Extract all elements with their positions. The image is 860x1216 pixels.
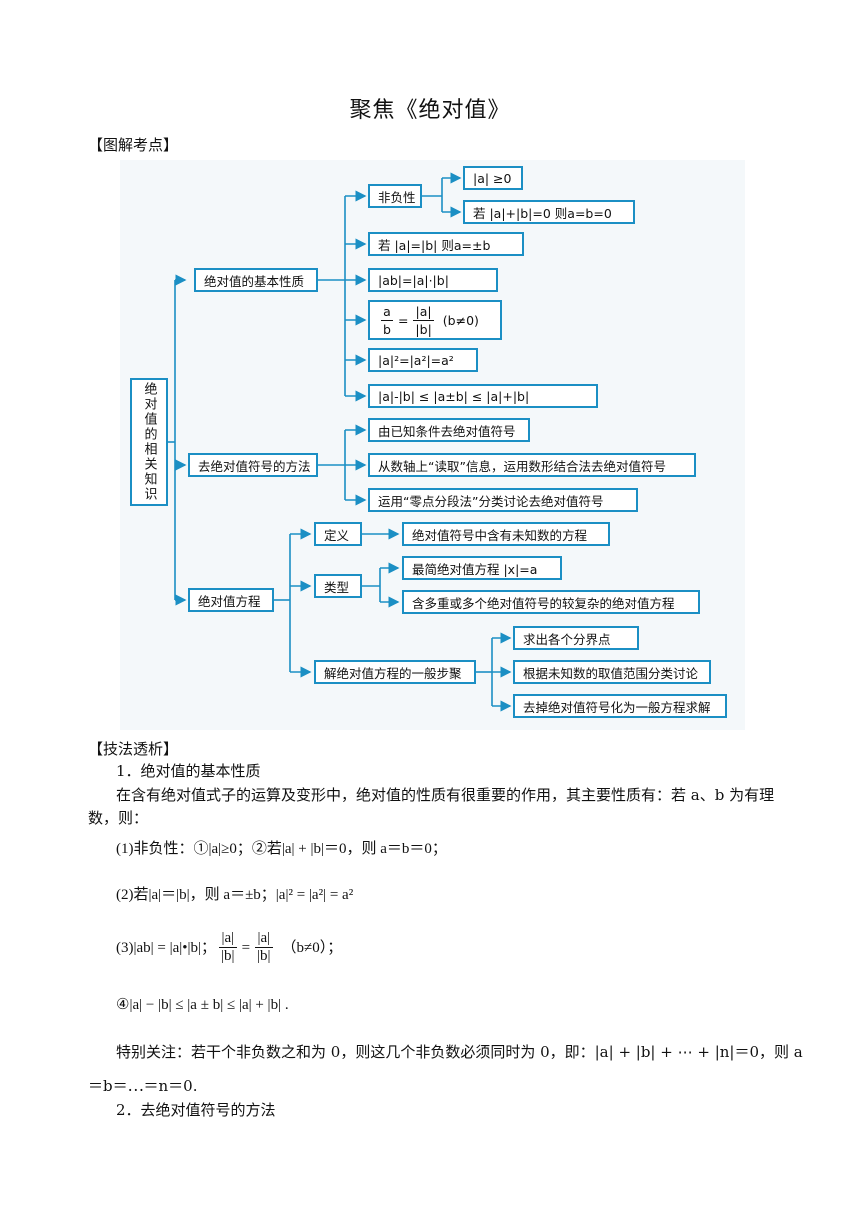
node-step-1: 求出各个分界点	[513, 626, 639, 650]
node-triangle-inequality: |a|-|b| ≤ |a±b| ≤ |a|+|b|	[368, 384, 598, 408]
intro-paragraph-line1: 在含有绝对值式子的运算及变形中，绝对值的性质有很重要的作用，其主要性质有：若 a…	[116, 786, 775, 804]
property-line-2: (2)若|a|＝|b|，则 a＝±b；|a|² = |a²| = a²	[116, 887, 354, 903]
property-line-1: (1)非负性：①|a|≥0；②若|a| + |b|＝0，则 a＝b＝0；	[116, 841, 447, 857]
subsection-1-heading: 1．绝对值的基本性质	[116, 762, 261, 780]
branch-abs-equation: 绝对值方程	[188, 588, 274, 612]
node-type-simple: 最简绝对值方程 |x|=a	[402, 556, 562, 580]
node-definition-detail: 绝对值符号中含有未知数的方程	[402, 522, 610, 546]
node-type-complex: 含多重或多个绝对值符号的较复杂的绝对值方程	[402, 590, 700, 614]
special-note-line1: 特别关注：若干个非负数之和为 0，则这几个非负数必须同时为 0，即：|a| + …	[116, 1043, 803, 1061]
node-equal-abs: 若 |a|=|b| 则a=±b	[368, 232, 524, 256]
property-line-3-fraction-right: |a||b|	[255, 930, 273, 964]
quotient-fraction-abs: |a||b|	[413, 303, 434, 337]
property-line-4: ④|a| − |b| ≤ |a ± b| ≤ |a| + |b| .	[116, 997, 289, 1013]
node-step-2: 根据未知数的取值范围分类讨论	[513, 660, 711, 684]
special-note-line2: ＝b＝⋯＝n＝0.	[88, 1077, 198, 1095]
branch-remove-abs: 去绝对值符号的方法	[188, 453, 318, 477]
property-line-3-b: （b≠0）；	[281, 939, 343, 956]
branch-basic-properties: 绝对值的基本性质	[194, 268, 318, 292]
node-definition: 定义	[314, 522, 362, 546]
property-line-3-fraction-left: |a||b|	[219, 930, 237, 964]
page-title: 聚焦《绝对值》	[349, 98, 511, 123]
root-node: 绝对值的相关知识	[130, 378, 168, 506]
node-types: 类型	[314, 574, 362, 598]
node-nonneg-2: 若 |a|+|b|=0 则a=b=0	[463, 200, 635, 224]
section-heading-diagram: 【图解考点】	[88, 136, 179, 154]
property-line-3-a: (3)|ab| = |a|•|b|；	[116, 939, 217, 956]
section-heading-techniques: 【技法透析】	[88, 740, 179, 758]
node-nonnegative: 非负性	[368, 184, 422, 208]
node-product-abs: |ab|=|a|·|b|	[368, 268, 498, 292]
node-solving-steps: 解绝对值方程的一般步聚	[314, 660, 476, 684]
subsection-2-heading: 2．去绝对值符号的方法	[116, 1101, 276, 1119]
intro-paragraph-line2: 数，则：	[88, 809, 149, 827]
property-line-3: (3)|ab| = |a|•|b|； |a||b| = |a||b| （b≠0）…	[116, 930, 343, 964]
node-nonneg-1: |a| ≥0	[463, 166, 523, 190]
node-remove-3: 运用“零点分段法”分类讨论去绝对值符号	[368, 488, 638, 512]
node-step-3: 去掉绝对值符号化为一般方程求解	[513, 694, 727, 718]
node-remove-1: 由已知条件去绝对值符号	[368, 418, 530, 442]
diagram-connectors	[168, 172, 512, 712]
node-square-abs: |a|²=|a²|=a²	[368, 348, 478, 372]
concept-diagram: 绝对值的相关知识 绝对值的基本性质 非负性 |a| ≥0 若 |a|+|b|=0…	[120, 160, 745, 730]
node-remove-2: 从数轴上“读取”信息，运用数形结合法去绝对值符号	[368, 453, 696, 477]
